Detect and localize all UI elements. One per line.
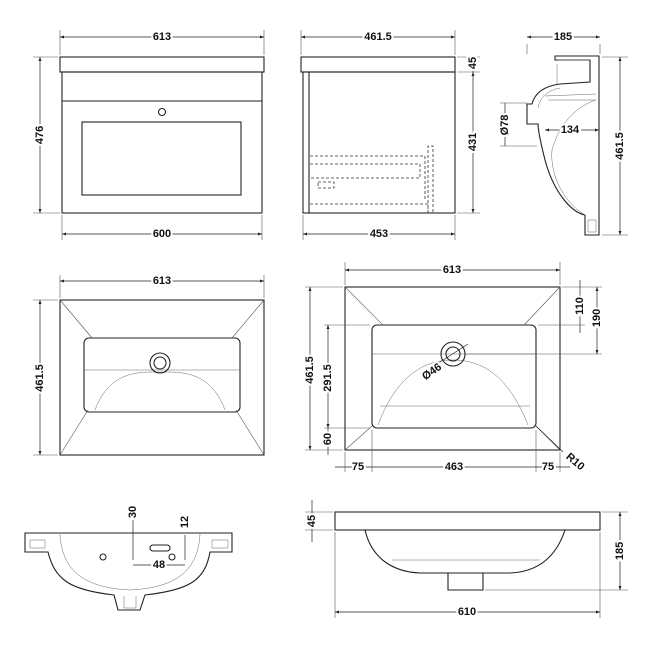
dim-back-margin: 110 (574, 297, 586, 315)
dim-waste-offset: 134 (561, 124, 580, 136)
dim-right-margin: 75 (542, 461, 554, 473)
dim-basin-width: 610 (458, 606, 476, 618)
dim-left-margin: 75 (352, 461, 364, 473)
dim-corner-radius: R10 (563, 451, 586, 473)
section-view: 185 461.5 Ø78 134 (497, 29, 628, 236)
dim-basin-depth: 185 (614, 542, 626, 560)
dim-bowl-depth: 291.5 (322, 364, 334, 392)
side-view: 461.5 45 431 453 (300, 29, 481, 242)
cabinet-body (61, 71, 263, 214)
dim-plan-right-depth: 461.5 (304, 356, 316, 384)
dim-waste-hole: Ø46 (420, 361, 444, 383)
plan-view-left: 613 461.5 (32, 273, 265, 456)
dim-waste-position: 190 (591, 309, 603, 327)
dim-section-depth: 185 (554, 31, 572, 43)
dim-bowl-width: 463 (445, 461, 463, 473)
dim-plan-left-depth: 461.5 (34, 364, 46, 392)
plan-view-right: Ø46 613 461.5 291.5 60 110 190 75 463 75… (302, 262, 605, 475)
dim-side-depth-bottom: 453 (370, 228, 388, 240)
dim-side-depth-top: 461.5 (364, 31, 392, 43)
basin-side: 45 185 610 (304, 500, 628, 620)
dim-cabinet-height: 431 (467, 133, 479, 151)
dim-front-height: 476 (34, 126, 46, 144)
basin-section: 30 12 48 (24, 504, 233, 611)
dim-front-width-top: 613 (153, 31, 171, 43)
dim-basin-thickness: 45 (306, 515, 318, 527)
dim-front-width-bottom: 600 (153, 228, 171, 240)
door-panel (81, 121, 242, 196)
dim-30: 30 (127, 506, 139, 518)
dim-top-thickness: 45 (467, 57, 479, 69)
basin-top (59, 56, 265, 73)
dim-12: 12 (179, 516, 191, 528)
dim-front-margin: 60 (322, 433, 334, 445)
dim-plan-left-width: 613 (153, 275, 171, 287)
dim-waste-diameter: Ø78 (499, 115, 511, 136)
handle-icon (157, 107, 167, 117)
front-view: 613 476 600 (32, 29, 265, 242)
dim-48: 48 (153, 559, 165, 571)
dim-section-height: 461.5 (614, 132, 626, 160)
dim-plan-right-width: 613 (443, 264, 461, 276)
